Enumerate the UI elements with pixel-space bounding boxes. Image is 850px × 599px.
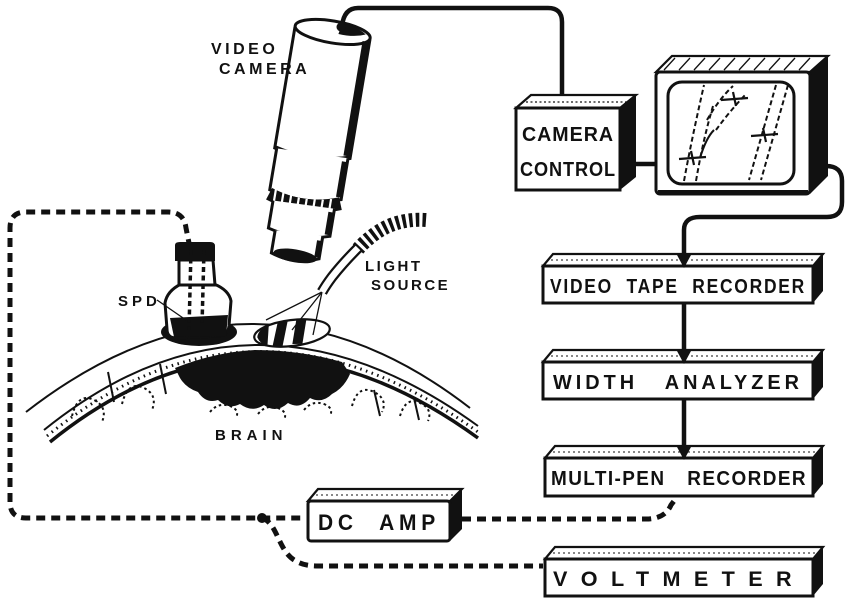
camera-side-shading: [314, 41, 369, 258]
brain-illustration: [25, 323, 480, 444]
light-guide-banded: [352, 212, 427, 254]
measurement-crosses: [678, 91, 779, 166]
dcamp-to-recorder-cable: [462, 495, 679, 522]
arrowhead-vtr: [677, 255, 691, 268]
width-analyzer-label: WIDTH ANALYZER: [553, 372, 803, 394]
craniotomy-shadow: [175, 350, 350, 410]
skull-outer-arc: [25, 323, 471, 413]
spd-sensor: [156, 242, 233, 340]
dc-amp-label: DC AMP: [318, 510, 440, 535]
video-tape-recorder-box: VIDEO TAPE RECORDER: [540, 252, 826, 305]
spd-label: SPD: [118, 293, 161, 310]
camera-cable: [339, 5, 565, 99]
multi-pen-recorder-box: MULTI-PEN RECORDER: [542, 444, 826, 498]
dc-amp-box: DC AMP: [305, 487, 465, 543]
camera-control-side: [620, 95, 636, 190]
light-guide: [317, 212, 427, 295]
video-camera-label-2: CAMERA: [219, 61, 310, 78]
light-cone: [265, 291, 323, 336]
camera-top: [293, 17, 372, 47]
light-cranial-window: [253, 318, 331, 348]
light-source-label-1: LIGHT: [365, 258, 423, 275]
arrowhead-mpr: [677, 447, 691, 460]
multi-pen-recorder-label: MULTI-PEN RECORDER: [551, 468, 807, 490]
camera-lens-opening: [273, 248, 317, 264]
skull-inner-arc-top: [43, 344, 479, 431]
light-guide-tube-inner: [319, 245, 361, 294]
light-source-label-2: SOURCE: [371, 277, 450, 294]
spd-label-pointer: [156, 299, 187, 321]
vessel-trace: [683, 84, 789, 182]
cable-junction-dot: [257, 513, 267, 523]
spd-cap: [175, 242, 215, 261]
monitor-top-hatch: [663, 57, 811, 71]
spd-stitch-right: [200, 249, 206, 327]
monitor-side: [810, 56, 828, 194]
camera-control-box: CAMERA CONTROL: [513, 93, 640, 192]
brain-gyri: [71, 385, 431, 423]
voltmeter-box: VOLTMETER: [542, 545, 826, 598]
arrowhead-wa: [677, 351, 691, 364]
spd-neck: [177, 258, 217, 287]
monitor: [653, 54, 831, 196]
monitor-out-cable: [681, 163, 845, 255]
camera-control-label-1: CAMERA: [522, 124, 614, 146]
voltmeter-label: VOLTMETER: [553, 568, 805, 591]
spd-signal-cable: [7, 209, 543, 569]
camera-control-front: [514, 106, 622, 192]
camera-cable-plug: [336, 22, 346, 32]
spd-stitch-left: [187, 249, 193, 331]
camera-control-label-2: CONTROL: [520, 159, 616, 181]
video-camera-label-1: VIDEO: [211, 41, 278, 58]
video-chain-wires: [677, 255, 691, 460]
brain-label: BRAIN: [215, 427, 288, 444]
spd-base-shadow: [170, 315, 228, 337]
video-tape-recorder-label: VIDEO TAPE RECORDER: [550, 276, 806, 298]
brain-sulci: [107, 363, 420, 421]
skull-bone-stipple: [46, 350, 479, 438]
monitor-top: [653, 54, 831, 74]
